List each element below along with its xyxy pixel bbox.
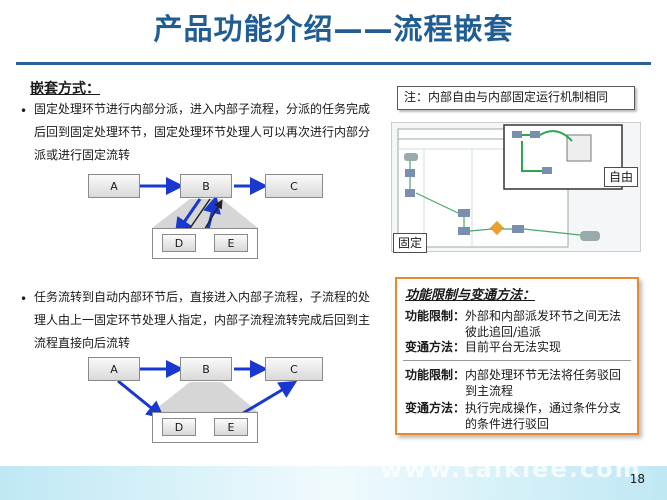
limit-row-2-value: 目前平台无法实现 [465, 340, 562, 354]
d1-node-e: E [214, 234, 248, 252]
workflow-screenshot [391, 122, 641, 252]
limit-row-3-key: 功能限制： [405, 368, 466, 382]
bullet-1: • [20, 104, 28, 118]
limit-separator [403, 360, 631, 361]
limit-row-4-value: 执行完成操作，通过条件分支的条件进行驳回 [465, 401, 622, 431]
tag-fixed: 固定 [393, 233, 428, 253]
paragraph-2: 任务流转到自动内部环节后，直接进入内部子流程，子流程的处理人由上一固定环节处理人… [34, 290, 371, 350]
page-number: 18 [629, 472, 645, 486]
d1-node-b: B [180, 174, 232, 198]
limit-row-1-key: 功能限制： [405, 309, 466, 323]
limitations-heading: 功能限制与变通方法： [405, 288, 536, 303]
limit-row-4-key: 变通方法： [405, 401, 466, 415]
title-underline [16, 62, 651, 65]
limit-row-2-key: 变通方法： [405, 340, 466, 354]
limit-row-3: 功能限制： 内部处理环节无法将任务驳回到主流程 [405, 367, 631, 399]
limitations-box: 功能限制与变通方法： 功能限制： 外部和内部派发环节之间无法彼此追回/追派 变通… [395, 277, 639, 435]
d2-node-b: B [180, 357, 232, 381]
bullet-2: • [20, 292, 28, 306]
watermark: www.talkiee.com [380, 455, 642, 483]
note-box: 注：内部自由与内部固定运行机制相同 [397, 86, 635, 110]
paragraph-1: 固定处理环节进行内部分派，进入内部子流程，分派的任务完成后回到固定处理环节，固定… [34, 102, 371, 162]
page-title: 产品功能介绍——流程嵌套 [153, 12, 514, 46]
workflow-screenshot-drawing [397, 124, 623, 248]
section-heading: 嵌套方式： [30, 81, 100, 97]
d2-node-c: C [265, 357, 323, 381]
d1-node-c: C [265, 174, 323, 198]
d1-node-d: D [162, 234, 196, 252]
limit-row-3-value: 内部处理环节无法将任务驳回到主流程 [465, 368, 622, 398]
d2-node-a: A [88, 357, 140, 381]
tag-free: 自由 [604, 167, 639, 187]
limit-row-1-value: 外部和内部派发环节之间无法彼此追回/追派 [465, 309, 622, 339]
d1-node-a: A [88, 174, 140, 198]
limit-row-4: 变通方法： 执行完成操作，通过条件分支的条件进行驳回 [405, 400, 631, 432]
d2-node-d: D [162, 418, 196, 436]
limit-row-2: 变通方法： 目前平台无法实现 [405, 339, 631, 355]
d2-node-e: E [214, 418, 248, 436]
footer-band [0, 466, 667, 500]
limit-row-1: 功能限制： 外部和内部派发环节之间无法彼此追回/追派 [405, 308, 631, 340]
